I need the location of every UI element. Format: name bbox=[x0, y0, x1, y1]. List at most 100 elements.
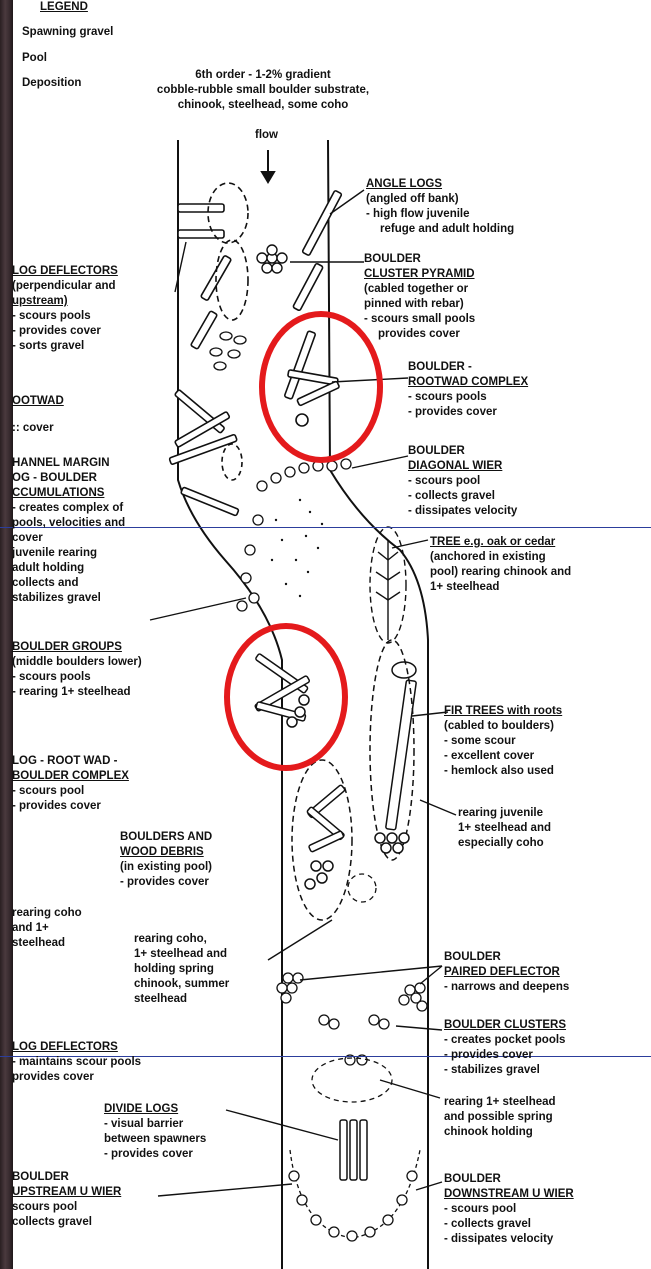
label-line: (in existing pool) bbox=[120, 860, 212, 875]
label-line: rearing 1+ steelhead bbox=[444, 1095, 556, 1110]
label-title: BOULDER bbox=[444, 1172, 574, 1187]
label-rearing-coho-center: rearing coho, 1+ steelhead and holding s… bbox=[134, 932, 229, 1007]
label-line: (anchored in existing bbox=[430, 550, 571, 565]
diagonal-wier-shape bbox=[237, 459, 351, 611]
label-boulder-downstream-u-wier: BOULDER DOWNSTREAM U WIER - scours pool … bbox=[444, 1172, 574, 1247]
label-title: BOULDER bbox=[364, 252, 475, 267]
label-line: scours pool bbox=[12, 1200, 121, 1215]
header-note: 6th order - 1-2% gradient cobble-rubble … bbox=[128, 68, 398, 113]
label-title: BOULDER bbox=[408, 444, 517, 459]
label-line: rearing coho, bbox=[134, 932, 229, 947]
label-line: :: cover bbox=[12, 421, 64, 436]
flow-label-text: flow bbox=[255, 128, 278, 143]
label-tree: TREE e.g. oak or cedar (anchored in exis… bbox=[430, 535, 571, 595]
label-channel-margin: HANNEL MARGIN OG - BOULDER CCUMULATIONS … bbox=[12, 456, 125, 606]
label-rootwad: OOTWAD :: cover bbox=[12, 394, 64, 436]
flow-arrow-icon bbox=[262, 150, 274, 182]
label-title: BOULDER CLUSTERS bbox=[444, 1018, 566, 1033]
label-line: - scours pools bbox=[12, 670, 142, 685]
label-line: - provides cover bbox=[12, 799, 129, 814]
label-line: - creates complex of bbox=[12, 501, 125, 516]
wood-debris-shape bbox=[292, 760, 352, 920]
highlight-circle-boulder-groups bbox=[227, 626, 345, 768]
label-line: - stabilizes gravel bbox=[444, 1063, 566, 1078]
label-rearing-steelhead-spring: rearing 1+ steelhead and possible spring… bbox=[444, 1095, 556, 1140]
label-title: ANGLE LOGS bbox=[366, 177, 514, 192]
label-line: - scours small pools bbox=[364, 312, 475, 327]
label-line: steelhead bbox=[134, 992, 229, 1007]
deposition-stipple bbox=[271, 499, 323, 597]
label-line: - narrows and deepens bbox=[444, 980, 569, 995]
label-line: - rearing 1+ steelhead bbox=[12, 685, 142, 700]
label-line: pools, velocities and bbox=[12, 516, 125, 531]
label-line: cover bbox=[12, 531, 125, 546]
label-line: - collects gravel bbox=[444, 1217, 574, 1232]
boulder-clusters-shape bbox=[312, 1015, 392, 1102]
label-boulder-rootwad-complex: BOULDER - ROOTWAD COMPLEX - scours pools… bbox=[408, 360, 528, 420]
log-deflectors-shape bbox=[178, 183, 248, 243]
label-line: - provides cover bbox=[408, 405, 528, 420]
label-line: stabilizes gravel bbox=[12, 591, 125, 606]
label-boulder-upstream-u-wier: BOULDER UPSTREAM U WIER scours pool coll… bbox=[12, 1170, 121, 1230]
rootwad-complex-shape bbox=[284, 331, 339, 426]
paired-deflector-shape bbox=[277, 973, 427, 1011]
label-title: UPSTREAM U WIER bbox=[12, 1185, 121, 1200]
label-log-deflectors-bottom: LOG DEFLECTORS - maintains scour pools p… bbox=[12, 1040, 141, 1085]
label-line: chinook holding bbox=[444, 1125, 556, 1140]
label-line: - scours pools bbox=[408, 390, 528, 405]
legend-item: Pool bbox=[22, 51, 47, 66]
label-title: DIAGONAL WIER bbox=[408, 459, 517, 474]
label-line: - provides cover bbox=[104, 1147, 206, 1162]
label-line: - dissipates velocity bbox=[444, 1232, 574, 1247]
label-line: chinook, summer bbox=[134, 977, 229, 992]
label-line: juvenile rearing bbox=[12, 546, 125, 561]
label-angle-logs: ANGLE LOGS (angled off bank) - high flow… bbox=[366, 177, 514, 237]
label-title: ROOTWAD COMPLEX bbox=[408, 375, 528, 390]
label-line: - some scour bbox=[444, 734, 562, 749]
label-title: CCUMULATIONS bbox=[12, 486, 125, 501]
label-line: - collects gravel bbox=[408, 489, 517, 504]
label-line: (cabled together or bbox=[364, 282, 475, 297]
label-line: steelhead bbox=[12, 936, 82, 951]
label-line: especially coho bbox=[458, 836, 551, 851]
divide-logs-shape bbox=[340, 1120, 367, 1180]
label-boulders-wood-debris: BOULDERS AND WOOD DEBRIS (in existing po… bbox=[120, 830, 212, 890]
label-line: provides cover bbox=[12, 1070, 141, 1085]
label-line: 1+ steelhead and bbox=[134, 947, 229, 962]
label-boulder-clusters: BOULDER CLUSTERS - creates pocket pools … bbox=[444, 1018, 566, 1078]
label-title: BOULDER - bbox=[408, 360, 528, 375]
label-boulder-groups: BOULDER GROUPS (middle boulders lower) -… bbox=[12, 640, 142, 700]
legend-title-text: LEGEND bbox=[40, 0, 88, 15]
label-line: (perpendicular and bbox=[12, 279, 118, 294]
highlight-circle-rootwad bbox=[262, 314, 380, 460]
label-line: (angled off bank) bbox=[366, 192, 514, 207]
label-rearing-coho-left: rearing coho and 1+ steelhead bbox=[12, 906, 82, 951]
label-line: - maintains scour pools bbox=[12, 1055, 141, 1070]
label-title: BOULDER bbox=[444, 950, 569, 965]
label-line: - excellent cover bbox=[444, 749, 562, 764]
label-line: (middle boulders lower) bbox=[12, 655, 142, 670]
label-line: collects gravel bbox=[12, 1215, 121, 1230]
label-line: upstream) bbox=[12, 294, 118, 309]
label-boulder-cluster-pyramid: BOULDER CLUSTER PYRAMID (cabled together… bbox=[364, 252, 475, 342]
small-pool-shape bbox=[348, 874, 376, 902]
boulder-cluster-pyramid-shape bbox=[257, 245, 287, 273]
label-line: refuge and adult holding bbox=[366, 222, 514, 237]
label-title: CLUSTER PYRAMID bbox=[364, 267, 475, 282]
rootwad-left-shape bbox=[169, 389, 242, 516]
label-line: rearing coho bbox=[12, 906, 82, 921]
small-boulders-shape bbox=[210, 332, 246, 370]
label-line: provides cover bbox=[364, 327, 475, 342]
label-line: - scours pool bbox=[444, 1202, 574, 1217]
label-divide-logs: DIVIDE LOGS - visual barrier between spa… bbox=[104, 1102, 206, 1162]
legend-item: Spawning gravel bbox=[22, 25, 113, 40]
header-note-line: 6th order - 1-2% gradient bbox=[128, 68, 398, 83]
label-line: pinned with rebar) bbox=[364, 297, 475, 312]
label-line: and 1+ bbox=[12, 921, 82, 936]
header-note-line: cobble-rubble small boulder substrate, bbox=[128, 83, 398, 98]
label-line: - creates pocket pools bbox=[444, 1033, 566, 1048]
label-line: - scours pool bbox=[12, 784, 129, 799]
label-title: LOG DEFLECTORS bbox=[12, 1040, 141, 1055]
label-line: - sorts gravel bbox=[12, 339, 118, 354]
